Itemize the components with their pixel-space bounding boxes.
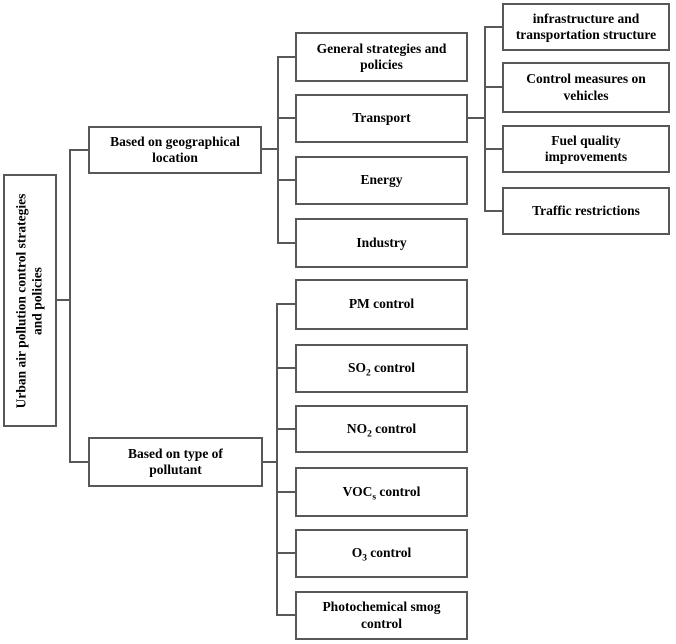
node-no2-control: NO2 control [295, 405, 468, 453]
node-industry: Industry [295, 218, 468, 268]
node-label-line: VOCs control [342, 483, 421, 503]
connector-transport-child-2 [484, 148, 502, 150]
formula-text: VOC [342, 483, 373, 499]
connector-root-to-trunk [57, 299, 70, 301]
node-vocs-control: VOCs control [295, 467, 468, 517]
node-label-line: Energy [360, 172, 403, 188]
node-label-line: Traffic restrictions [532, 202, 640, 218]
node-root-label-line2: and policies [30, 266, 45, 335]
node-infrastructure-and-transportation-structure: infrastructure and transportation struct… [502, 3, 670, 51]
node-pm-control: PM control [295, 279, 468, 330]
connector-geo-to-branch [262, 148, 278, 150]
connector-pollutant-branch-trunk [276, 303, 278, 616]
node-root-label-line1: Urban air pollution control strategies [13, 193, 29, 408]
node-label-line: pollutant [149, 462, 202, 477]
connector-transport-branch-trunk [484, 26, 486, 212]
formula-text: O [351, 545, 363, 561]
node-control-measures-on-vehicles: Control measures on vehicles [502, 62, 670, 113]
node-based-on-geographical-location: Based on geographical location [88, 126, 262, 174]
formula-text: control [370, 360, 416, 376]
node-root: Urban air pollution control strategies a… [3, 174, 57, 427]
node-fuel-quality-improvements: Fuel quality improvements [502, 125, 670, 173]
node-label-line: Industry [356, 234, 407, 250]
connector-transport-child-3 [484, 210, 502, 212]
formula-subscript: 2 [367, 429, 372, 440]
node-root-label: Urban air pollution control strategies a… [14, 175, 47, 427]
formula-text: control [371, 420, 417, 436]
node-label-line: Fuel quality [551, 132, 621, 148]
node-label-line: PM control [349, 296, 414, 312]
node-label-line: improvements [544, 149, 628, 164]
connector-pollutant-child-1 [276, 367, 295, 369]
formula-text: SO [347, 360, 366, 376]
node-label-line: control [361, 615, 402, 631]
connector-geo-branch-trunk [277, 56, 279, 244]
connector-geo-child-3 [277, 242, 295, 244]
formula-text: NO [346, 420, 368, 436]
node-label-line: SO2 control [347, 360, 416, 379]
node-label-line: policies [360, 57, 403, 72]
node-photochemical-smog-control: Photochemical smog control [295, 591, 468, 640]
connector-geo-child-2 [277, 179, 295, 181]
node-label-line: Photochemical smog [322, 599, 441, 615]
connector-transport-child-0 [484, 26, 502, 28]
connector-pollutant-child-2 [276, 428, 295, 430]
formula-subscript: 2 [365, 368, 371, 379]
node-traffic-restrictions: Traffic restrictions [502, 187, 670, 235]
node-label-line: NO2 control [346, 420, 417, 440]
formula-text: PM control [348, 296, 415, 312]
formula-subscript: 3 [362, 553, 367, 564]
connector-geo-child-1 [277, 117, 295, 119]
node-energy: Energy [295, 156, 468, 205]
connector-pollutant-child-3 [276, 491, 295, 493]
node-label-line: location [152, 150, 198, 165]
connector-trunk-to-geo [70, 149, 88, 151]
connector-main-trunk [69, 149, 71, 463]
node-label-line: O3 control [351, 545, 412, 564]
node-label-line: Transport [352, 110, 411, 126]
node-label-line: transportation structure [515, 27, 657, 42]
node-label-line: Based on geographical [110, 133, 240, 149]
node-label-line: General strategies and [316, 40, 447, 56]
node-label-line: vehicles [563, 87, 609, 103]
connector-pollutant-child-5 [276, 614, 295, 616]
formula-text: control [366, 545, 412, 561]
node-label-line: Control measures on [526, 71, 646, 87]
node-based-on-type-of-pollutant: Based on type of pollutant [88, 437, 263, 487]
node-label-line: Based on type of [128, 445, 223, 461]
node-so2-control: SO2 control [295, 344, 468, 393]
node-general-strategies-and-policies: General strategies and policies [295, 32, 468, 82]
connector-transport-child-1 [484, 86, 502, 88]
formula-subscript: s [372, 492, 377, 503]
connector-trunk-to-pollutant [70, 461, 88, 463]
node-transport: Transport [295, 94, 468, 143]
formula-text: control [376, 483, 421, 499]
node-o3-control: O3 control [295, 529, 468, 578]
connector-pollutant-child-4 [276, 552, 295, 554]
node-label-line: infrastructure and [532, 10, 640, 26]
connector-pollutant-child-0 [276, 303, 295, 305]
connector-transport-to-branch [468, 117, 485, 119]
connector-pollutant-to-branch [263, 461, 277, 463]
connector-geo-child-0 [277, 56, 295, 58]
